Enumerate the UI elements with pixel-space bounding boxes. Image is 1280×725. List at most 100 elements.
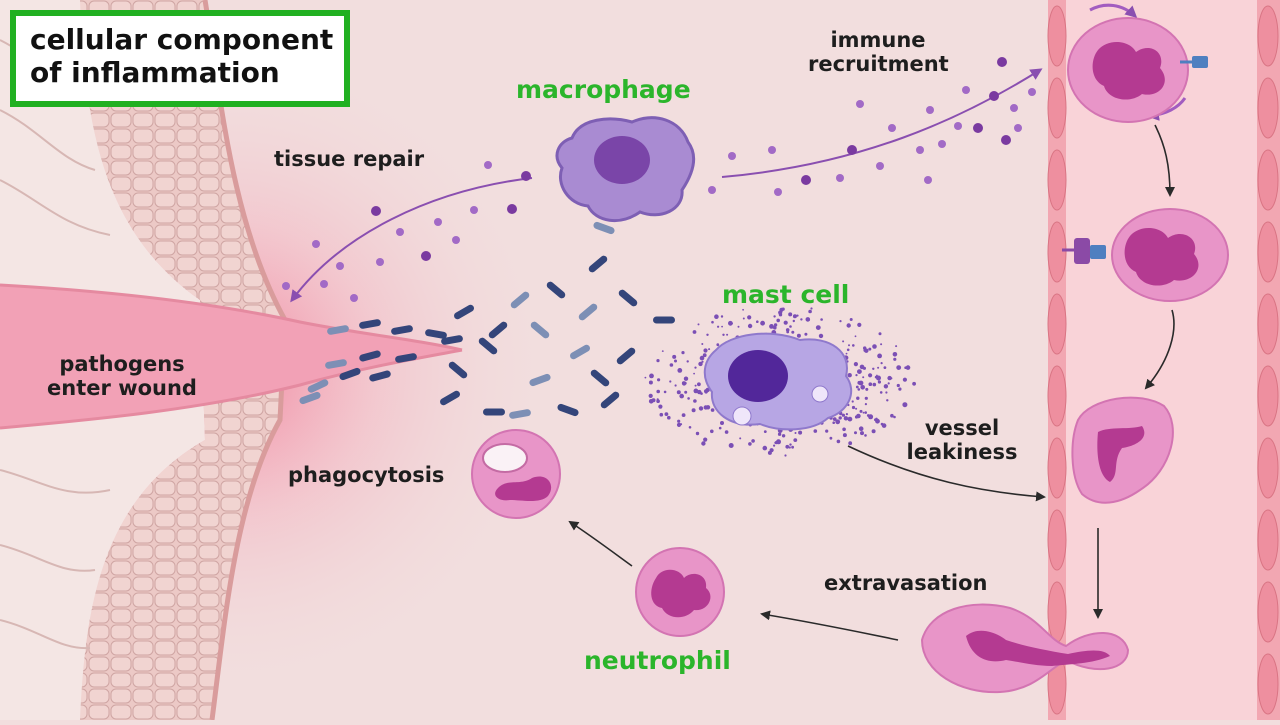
granule	[693, 399, 697, 403]
bacteria	[299, 221, 675, 467]
endothelial-cell	[1047, 365, 1067, 427]
granule	[835, 419, 841, 425]
granule	[742, 308, 744, 311]
endothelial-cell	[1257, 149, 1279, 211]
cytokine-dot	[989, 91, 999, 101]
granule	[774, 441, 777, 444]
granule	[860, 431, 864, 436]
granule	[656, 389, 660, 394]
granule	[701, 441, 706, 446]
granule	[896, 365, 902, 370]
cytokine-dot	[320, 280, 328, 288]
granule	[767, 450, 772, 455]
granule	[686, 360, 689, 363]
bacterium	[448, 361, 468, 379]
granule	[661, 350, 664, 352]
granule	[845, 413, 849, 416]
granule	[688, 426, 692, 429]
cytokine-dot	[962, 86, 970, 94]
granule	[832, 421, 835, 425]
label-phagocytosis: phagocytosis	[288, 463, 445, 487]
bacterium	[441, 335, 463, 345]
granule	[845, 352, 848, 355]
cytokine-dot	[507, 204, 517, 214]
cytokine-dot	[836, 174, 844, 182]
cytokine-dot	[421, 251, 431, 261]
label-mast-cell: mast cell	[722, 280, 850, 309]
bacterium	[588, 255, 608, 273]
granule	[794, 432, 797, 434]
granule	[800, 318, 803, 321]
label-extravasation: extravasation	[824, 571, 988, 595]
cytokine-dot	[888, 124, 896, 132]
granule	[742, 317, 745, 320]
granule	[777, 432, 782, 436]
bacterium	[359, 319, 381, 329]
granule	[846, 323, 851, 328]
granule	[681, 413, 686, 417]
granule	[728, 443, 734, 448]
granule	[656, 359, 660, 363]
granule	[854, 335, 857, 338]
granule	[701, 360, 704, 363]
granule	[877, 353, 882, 359]
cytokine-dot	[521, 171, 531, 181]
granule	[788, 312, 793, 317]
granule	[890, 413, 894, 418]
granule	[747, 315, 752, 320]
granule	[856, 413, 861, 419]
granule	[718, 426, 722, 430]
cytokine-dot	[452, 236, 460, 244]
granule	[849, 318, 853, 321]
granule	[875, 418, 880, 424]
granule	[791, 445, 794, 449]
granule	[649, 373, 654, 379]
granule	[856, 396, 860, 400]
granule	[796, 333, 801, 338]
cytokine-dot	[282, 282, 290, 290]
granule	[683, 376, 689, 381]
bacterium	[339, 367, 361, 381]
granule	[672, 354, 677, 359]
granule	[880, 362, 883, 365]
cytokine-dot	[376, 258, 384, 266]
endothelial-cell	[1047, 221, 1067, 283]
endothelial-cell	[1047, 149, 1067, 211]
title-box: cellular component of inflammation	[10, 10, 350, 107]
cytokine-dots	[282, 57, 1036, 302]
granule	[829, 436, 833, 440]
label-macrophage: macrophage	[516, 75, 691, 104]
granule	[695, 431, 700, 436]
granule	[853, 362, 859, 367]
granule	[791, 330, 795, 334]
granule	[704, 389, 708, 393]
granule	[781, 434, 786, 438]
granule	[679, 393, 684, 399]
cytokine-dot	[973, 123, 983, 133]
granule	[721, 325, 723, 328]
granule	[669, 380, 672, 383]
phagocytosing-neutrophil	[471, 429, 561, 519]
cytokine-dot	[312, 240, 320, 248]
granule	[708, 348, 711, 351]
granule	[871, 429, 876, 434]
cytokine-dot	[876, 162, 884, 170]
granule	[818, 333, 824, 339]
granule	[859, 409, 863, 413]
granule	[862, 376, 865, 379]
cytokine-dot	[926, 106, 934, 114]
endothelial-cell	[1257, 77, 1279, 139]
granule	[763, 430, 767, 433]
cytokine-dot	[470, 206, 478, 214]
granule	[843, 416, 849, 421]
cytokine-dot	[484, 161, 492, 169]
granule	[841, 413, 846, 417]
granule	[702, 353, 707, 358]
bacterium	[557, 403, 579, 417]
granule	[796, 314, 799, 317]
bacterium	[391, 325, 413, 335]
granule	[859, 364, 865, 370]
granule	[773, 444, 776, 447]
cytokine-dot	[708, 186, 716, 194]
granule	[825, 429, 829, 433]
